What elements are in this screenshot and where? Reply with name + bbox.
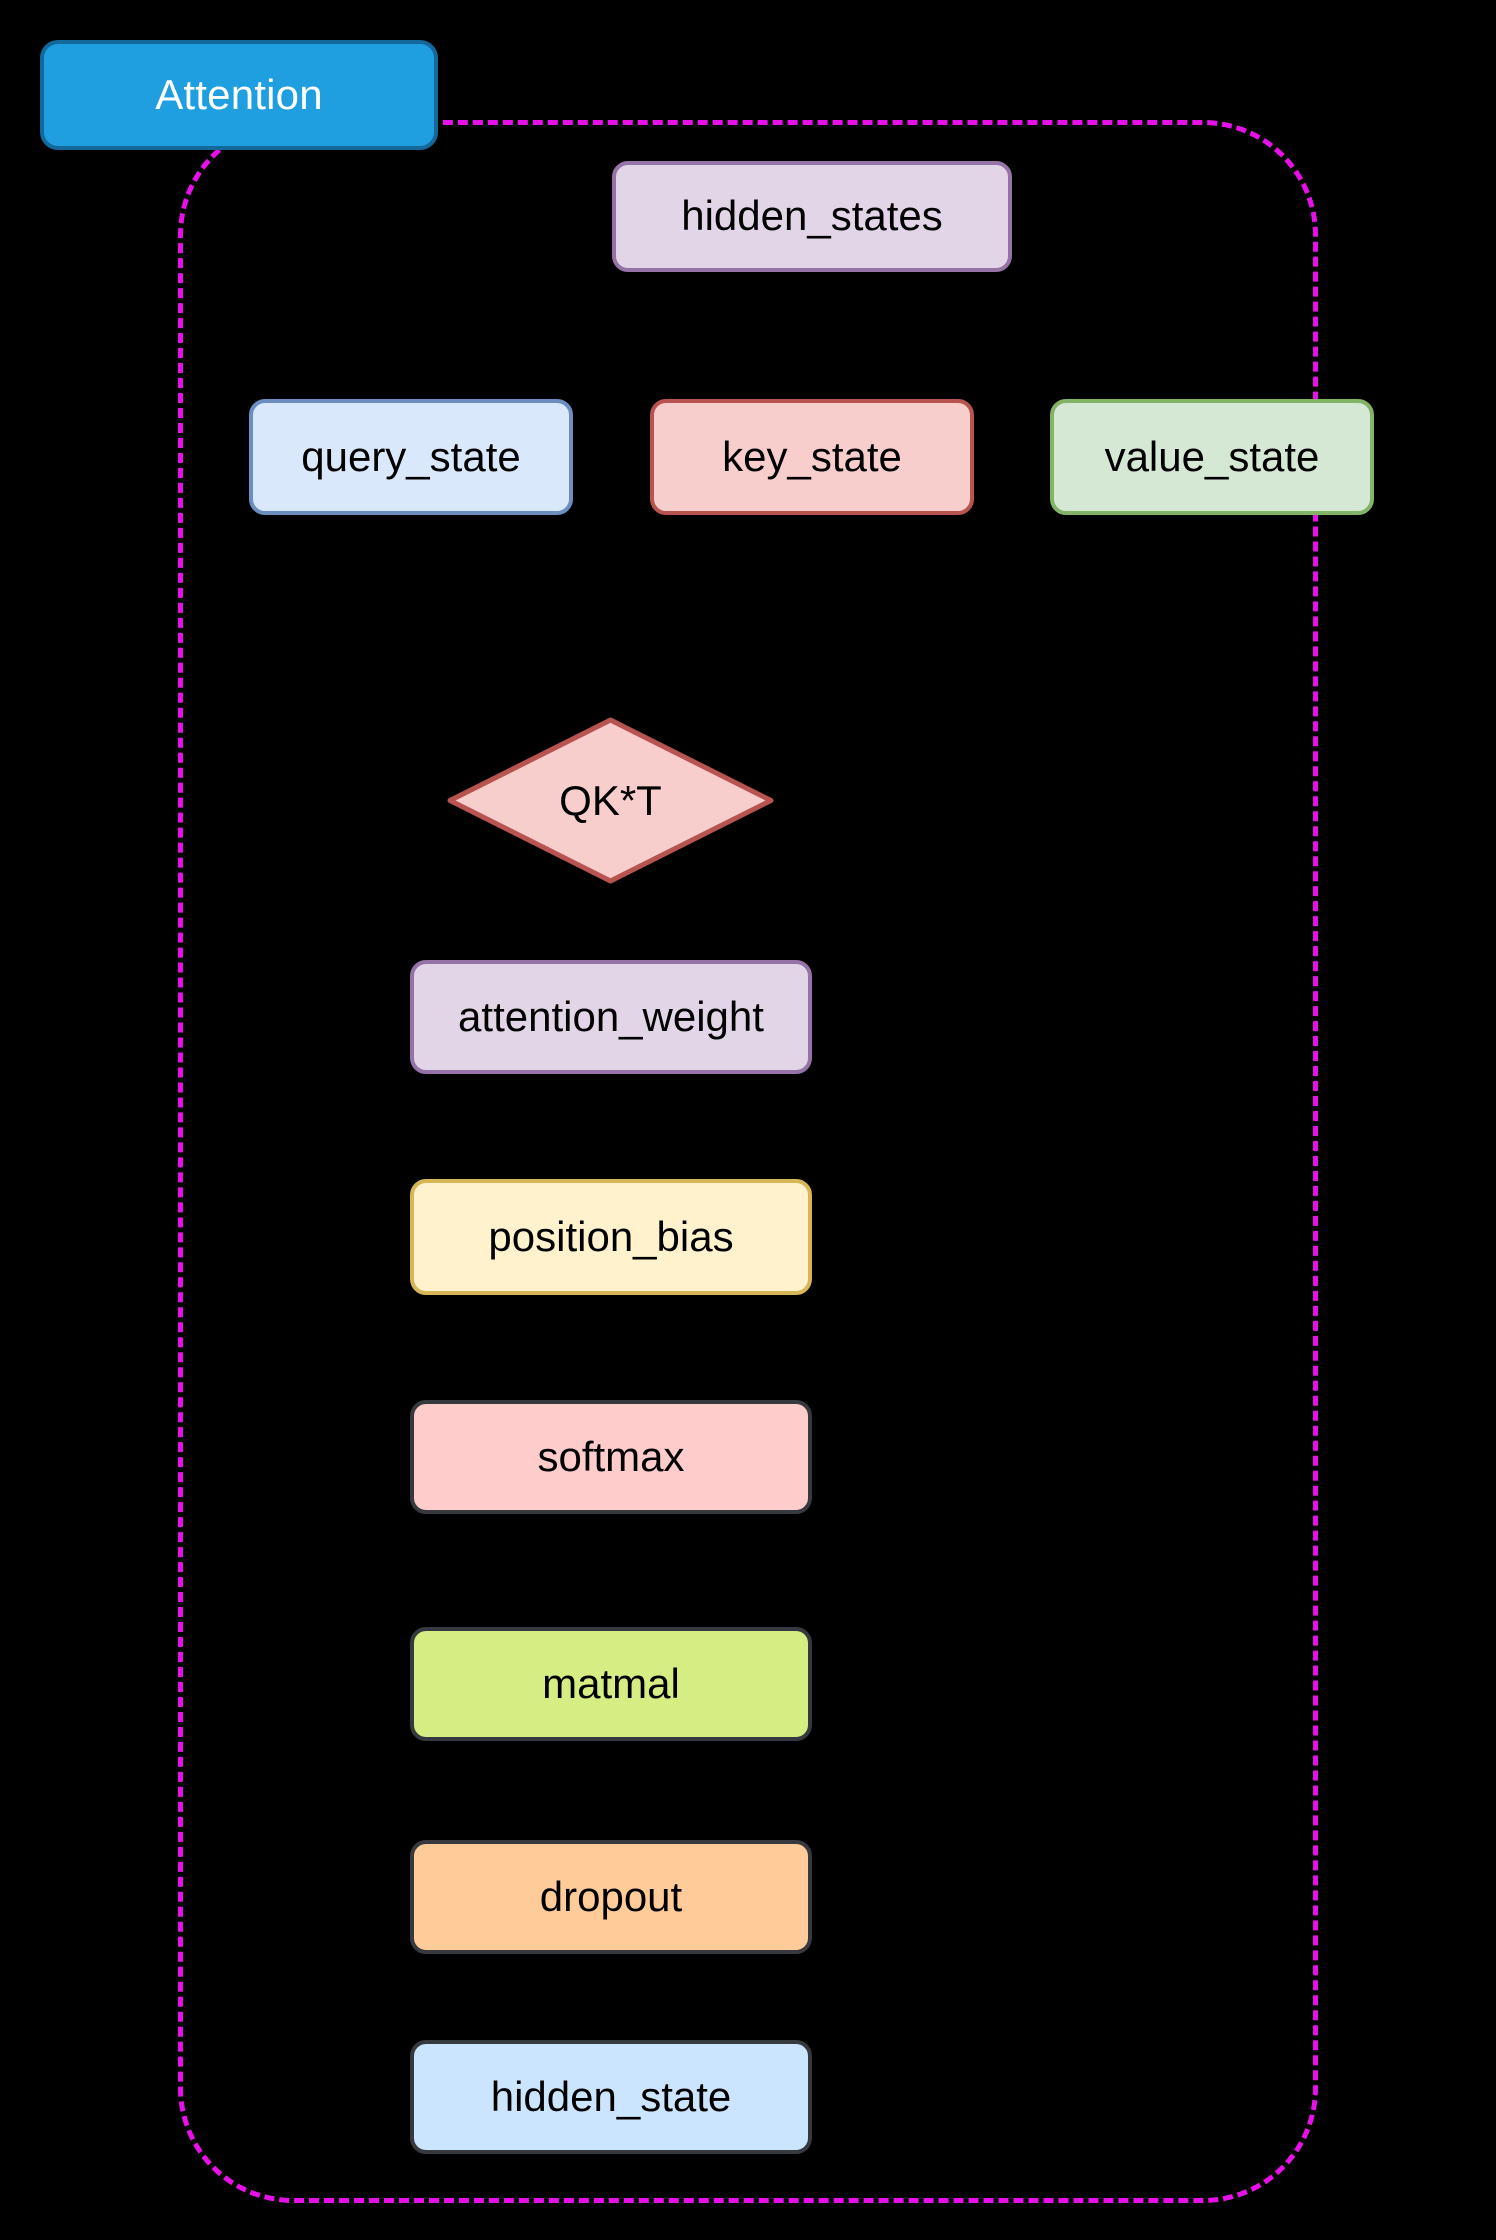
- node-key_state[interactable]: key_state: [650, 399, 974, 515]
- node-label-dropout: dropout: [539, 1872, 683, 1920]
- node-label-query_state: query_state: [301, 432, 521, 480]
- node-hidden_state[interactable]: hidden_state: [410, 2040, 812, 2154]
- node-label-hidden_states: hidden_states: [681, 192, 943, 240]
- subgraph-title-attention[interactable]: Attention: [40, 40, 438, 150]
- node-value_state[interactable]: value_state: [1050, 399, 1374, 515]
- node-position_bias[interactable]: position_bias: [410, 1179, 812, 1295]
- node-query_state[interactable]: query_state: [249, 399, 573, 515]
- attention-subgraph-border: [178, 120, 1318, 2203]
- node-softmax[interactable]: softmax: [410, 1400, 812, 1514]
- node-dropout[interactable]: dropout: [410, 1840, 812, 1954]
- node-label-attention_weight: attention_weight: [458, 992, 764, 1040]
- node-label-softmax: softmax: [537, 1432, 685, 1480]
- node-label-key_state: key_state: [722, 432, 902, 480]
- node-label-position_bias: position_bias: [488, 1212, 734, 1260]
- node-hidden_states[interactable]: hidden_states: [612, 161, 1012, 272]
- node-label-hidden_state: hidden_state: [490, 2072, 732, 2120]
- node-attention_weight[interactable]: attention_weight: [410, 960, 812, 1074]
- node-label-matmal: matmal: [542, 1659, 680, 1707]
- subgraph-title-label: Attention: [155, 71, 323, 118]
- node-qkt[interactable]: QK*T: [447, 717, 774, 884]
- node-label-value_state: value_state: [1104, 432, 1320, 480]
- node-matmal[interactable]: matmal: [410, 1627, 812, 1741]
